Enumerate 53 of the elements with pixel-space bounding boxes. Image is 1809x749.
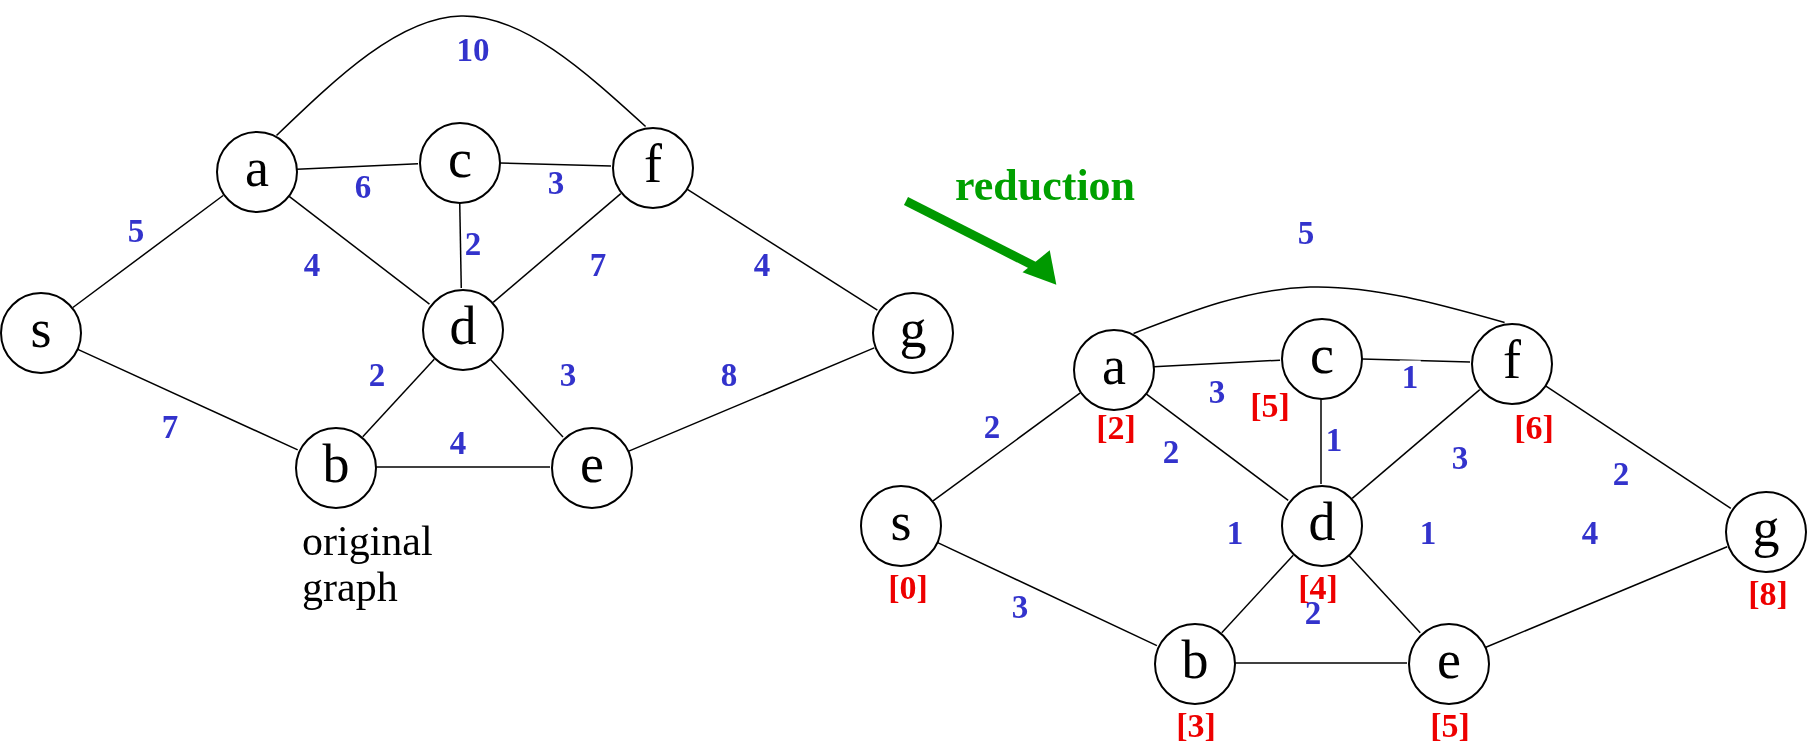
edge-line	[685, 188, 879, 311]
edge-line	[1361, 358, 1471, 363]
node-circle	[1073, 329, 1155, 411]
curved-edge	[1132, 286, 1506, 335]
node-label: d	[449, 299, 477, 353]
distance-label: [0]	[888, 571, 928, 605]
edge-line	[1234, 662, 1408, 664]
edge-line	[489, 358, 564, 438]
node-label: a	[1102, 339, 1126, 393]
edge-line	[492, 192, 622, 304]
edge-line	[1544, 384, 1732, 510]
node-label: b	[322, 437, 350, 491]
node-label: f	[644, 137, 662, 191]
node-label: c	[448, 132, 472, 186]
caption-text: original graph	[302, 518, 434, 611]
node-label: b	[1181, 633, 1209, 687]
edge-line	[932, 392, 1081, 502]
curved-edge	[275, 15, 647, 137]
node-label: d	[1308, 495, 1336, 549]
node-label: a	[245, 141, 269, 195]
edge-line	[76, 348, 299, 451]
node-circle	[216, 131, 298, 213]
node-label: s	[890, 495, 912, 549]
edge-line	[72, 194, 224, 309]
edge-line	[1485, 546, 1728, 648]
node-label: c	[1310, 328, 1334, 382]
node-label: f	[1503, 333, 1521, 387]
edge-line	[1221, 554, 1294, 634]
node-circle	[1281, 485, 1363, 567]
edge-line	[936, 541, 1158, 647]
distance-label: [3]	[1176, 709, 1216, 743]
edge-line	[296, 163, 419, 170]
edge-line	[1351, 388, 1481, 500]
distance-label: [8]	[1748, 577, 1788, 611]
node-label: s	[30, 302, 52, 356]
node-label: e	[580, 437, 604, 491]
distance-label: [2]	[1096, 411, 1136, 445]
edge-line	[1348, 554, 1421, 634]
edge-line	[1320, 398, 1322, 485]
node-circle	[1471, 323, 1553, 405]
edge-line	[499, 162, 612, 167]
distance-label: [5]	[1430, 709, 1470, 743]
node-label: e	[1437, 633, 1461, 687]
distance-label: [5]	[1250, 389, 1290, 423]
edge-line	[1153, 359, 1281, 368]
distance-label: [6]	[1514, 411, 1554, 445]
arrow-label: reduction	[955, 162, 1136, 211]
edge-line	[375, 466, 551, 468]
edge-line	[628, 347, 875, 452]
node-circle	[422, 289, 504, 371]
edge-line	[362, 358, 435, 438]
edge-line	[1145, 392, 1289, 502]
edge-line	[459, 202, 462, 289]
